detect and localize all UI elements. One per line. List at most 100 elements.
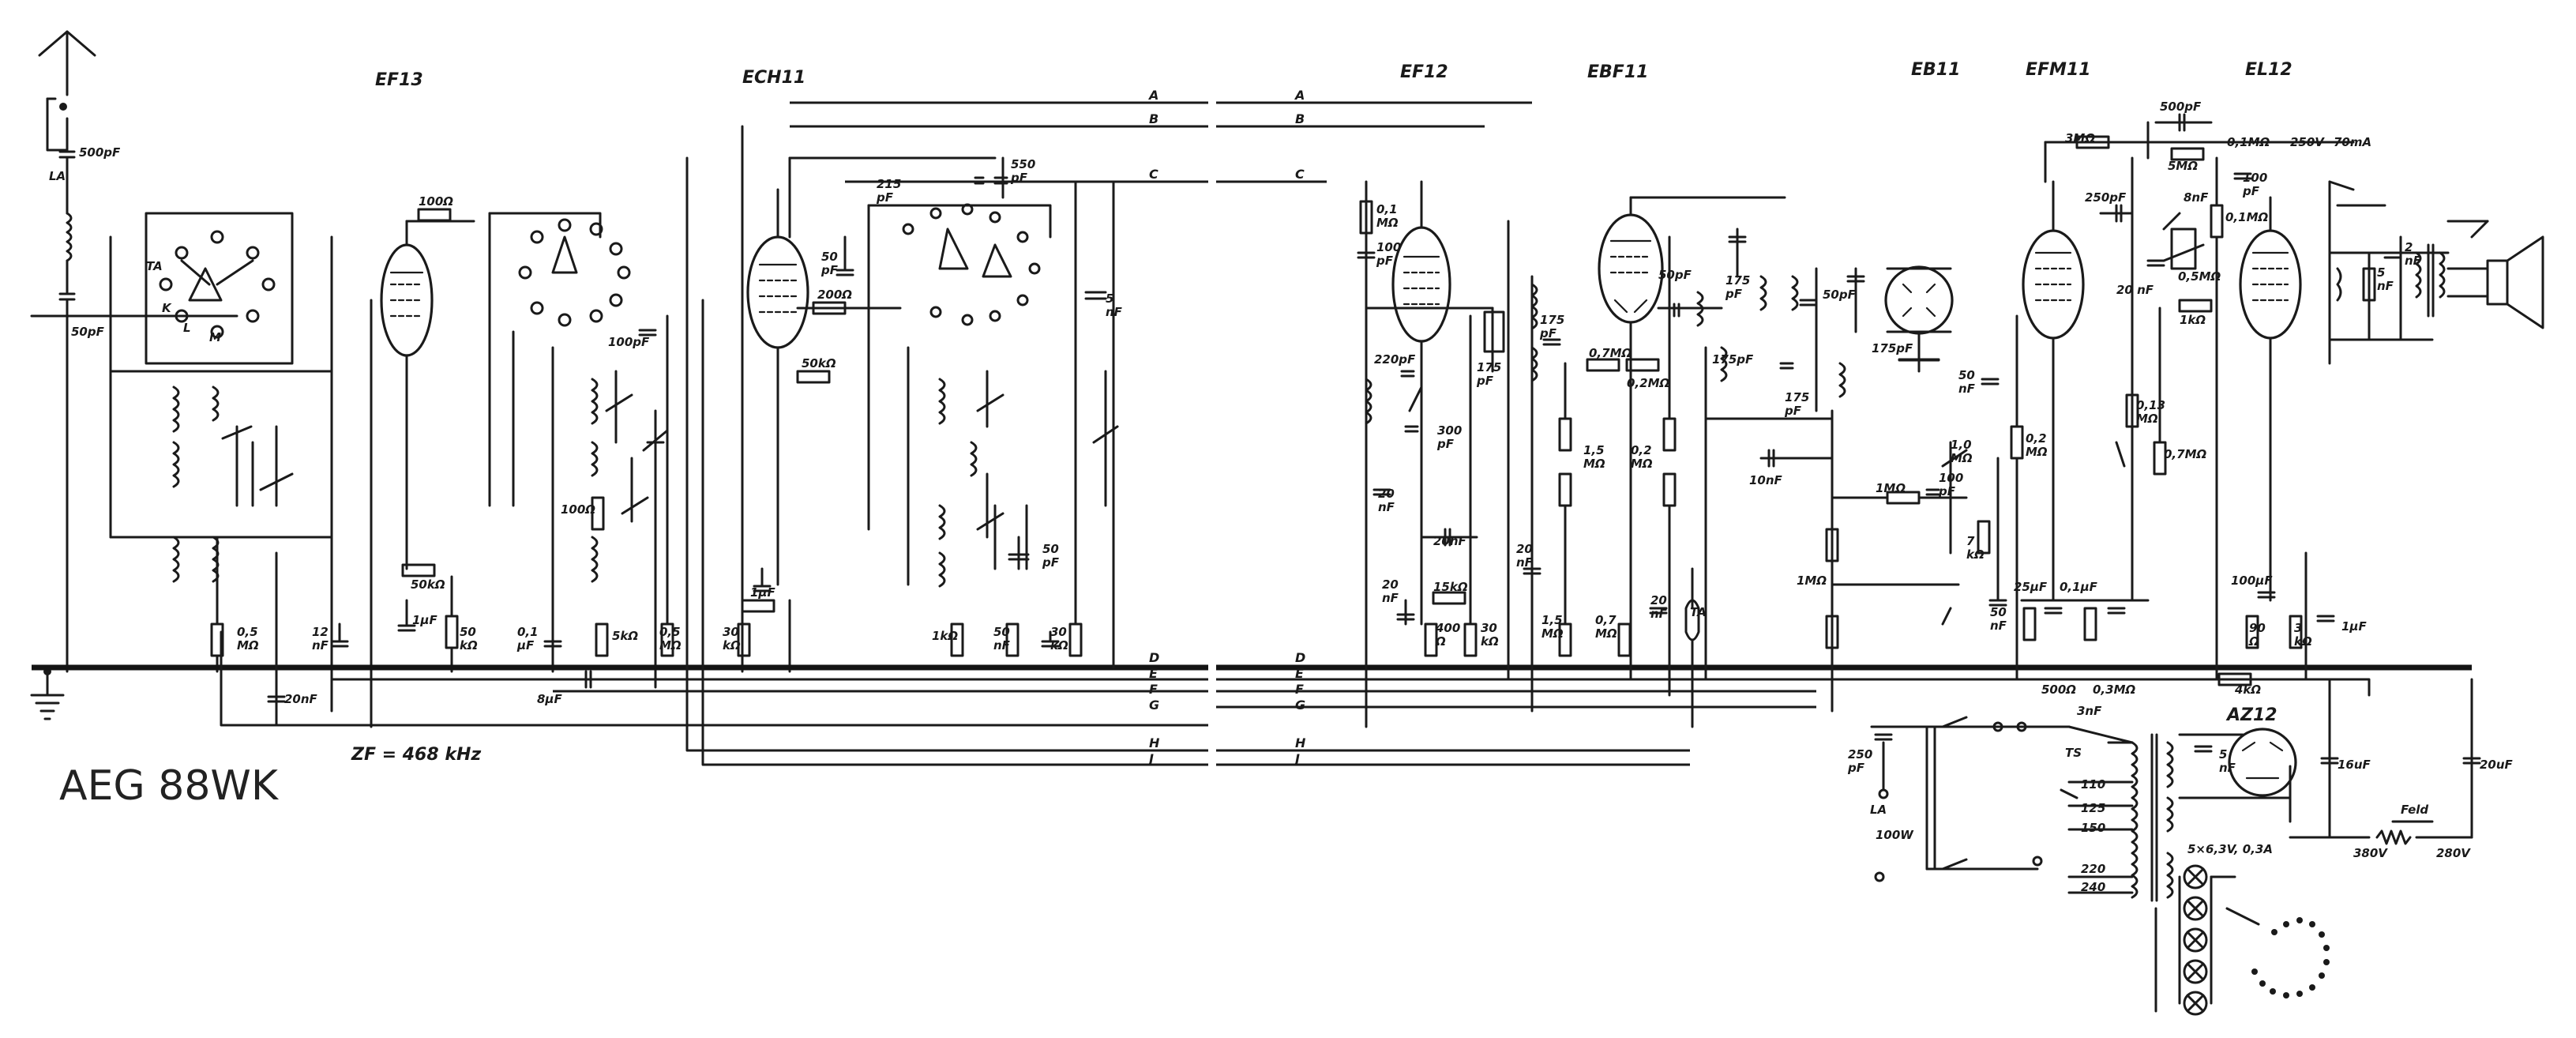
tube-ef12 [1391, 180, 1451, 626]
label-ech11: ECH11 [742, 68, 805, 88]
value-c-50pf5: 50pF [1823, 288, 1857, 302]
value-r-1m2: 1MΩ [1797, 574, 1827, 588]
value-ta: TA [1690, 605, 1707, 619]
ech11-cathode [737, 567, 791, 673]
tube-eb11 [1884, 265, 1954, 373]
value-sw-m: M [209, 330, 221, 344]
value-r-200: 200Ω [817, 288, 852, 302]
value-c-1uf2: 1µF [750, 585, 775, 600]
value-r-4k: 4kΩ [2234, 683, 2261, 697]
value-c-01uf: 0,1µF [2060, 580, 2098, 594]
bus-label-a-right: A [1294, 88, 1305, 103]
value-r-5m: 5MΩ [2168, 159, 2198, 173]
ground-symbol [30, 668, 65, 720]
value-t-240: 240 [2081, 880, 2105, 894]
value-c-220: 220pF [1374, 352, 1416, 367]
value-pot-05: 0,5MΩ [2178, 269, 2221, 284]
value-r-02: 0,2MΩ [1627, 376, 1669, 390]
band-switch-1[interactable] [145, 212, 294, 365]
tube-el12 [2239, 196, 2302, 602]
label-ef12: EF12 [1400, 62, 1448, 82]
rf-coils-1 [109, 235, 333, 713]
el12-network [2178, 141, 2489, 681]
bus-label-e-right: E [1295, 666, 1304, 681]
label-az12: AZ12 [2225, 705, 2277, 725]
tube-efm11 [2022, 180, 2085, 602]
value-c-20nf7: 20 nF [2116, 283, 2154, 297]
label-ebf11: EBF11 [1587, 62, 1648, 82]
component-values: 500pF LA 50pF TA K L M 20nF 100Ω 50kΩ 1µ… [49, 100, 2514, 894]
value-sw-100w: 100W [1876, 828, 1914, 842]
value-c-8uf: 8µF [537, 692, 562, 706]
value-c-1uf: 1µF [412, 613, 437, 627]
value-r-500: 500Ω [2041, 683, 2076, 697]
ta-pickup[interactable] [1684, 567, 1700, 728]
value-t-220: 220 [2081, 862, 2105, 876]
osc-coils [907, 180, 1119, 657]
tube-ebf11 [1598, 196, 1786, 681]
value-c-1uf3: 1µF [2341, 619, 2367, 634]
label-eb11: EB11 [1911, 60, 1960, 80]
value-c-3nf: 3nF [2077, 704, 2102, 718]
value-i-70: 70mA [2334, 135, 2371, 149]
bus-label-h-right: H [1295, 735, 1306, 750]
band-switch-3[interactable] [867, 156, 1052, 531]
value-r-1k2: 1kΩ [2180, 313, 2206, 327]
value-c-8nf: 8nF [2184, 190, 2209, 205]
value-c-100pf: 100pF [608, 335, 650, 349]
bus-label-c-left: C [1149, 167, 1158, 182]
value-la2: LA [1870, 803, 1887, 817]
label-efm11: EFM11 [2026, 60, 2091, 80]
bus-label-b-right: B [1295, 111, 1305, 126]
value-c-25uf: 25µF [2014, 580, 2048, 594]
schematic-title: AEG 88WK [59, 762, 280, 810]
value-r-100b: 100Ω [561, 502, 595, 517]
value-r-50k3: 50kΩ [802, 356, 836, 370]
dial-selector [2251, 917, 2330, 999]
value-v-380: 380V [2353, 846, 2388, 860]
ef12-network [1357, 180, 1541, 728]
value-c-500pf: 500pF [2160, 100, 2202, 114]
value-r-5k: 5kΩ [612, 629, 638, 643]
power-transformer [2060, 725, 2174, 902]
tube-az12 [2178, 728, 2297, 823]
value-c-50pf4: 50pF [1658, 268, 1692, 282]
ebf11-network [1530, 228, 1834, 713]
value-r-15k: 15kΩ [1433, 580, 1468, 594]
value-sw-k: K [162, 301, 172, 315]
band-switch-2[interactable] [488, 212, 631, 507]
label-el12: EL12 [2245, 60, 2292, 80]
value-r-100: 100Ω [419, 194, 453, 209]
value-c-175f: 175pF [1872, 341, 1913, 355]
tube-ech11 [741, 125, 997, 673]
bus-label-c-right: C [1295, 167, 1305, 182]
tube-ef13 [380, 208, 475, 570]
value-ts: TS [2065, 746, 2082, 760]
bus-label-b-left: B [1149, 111, 1158, 126]
